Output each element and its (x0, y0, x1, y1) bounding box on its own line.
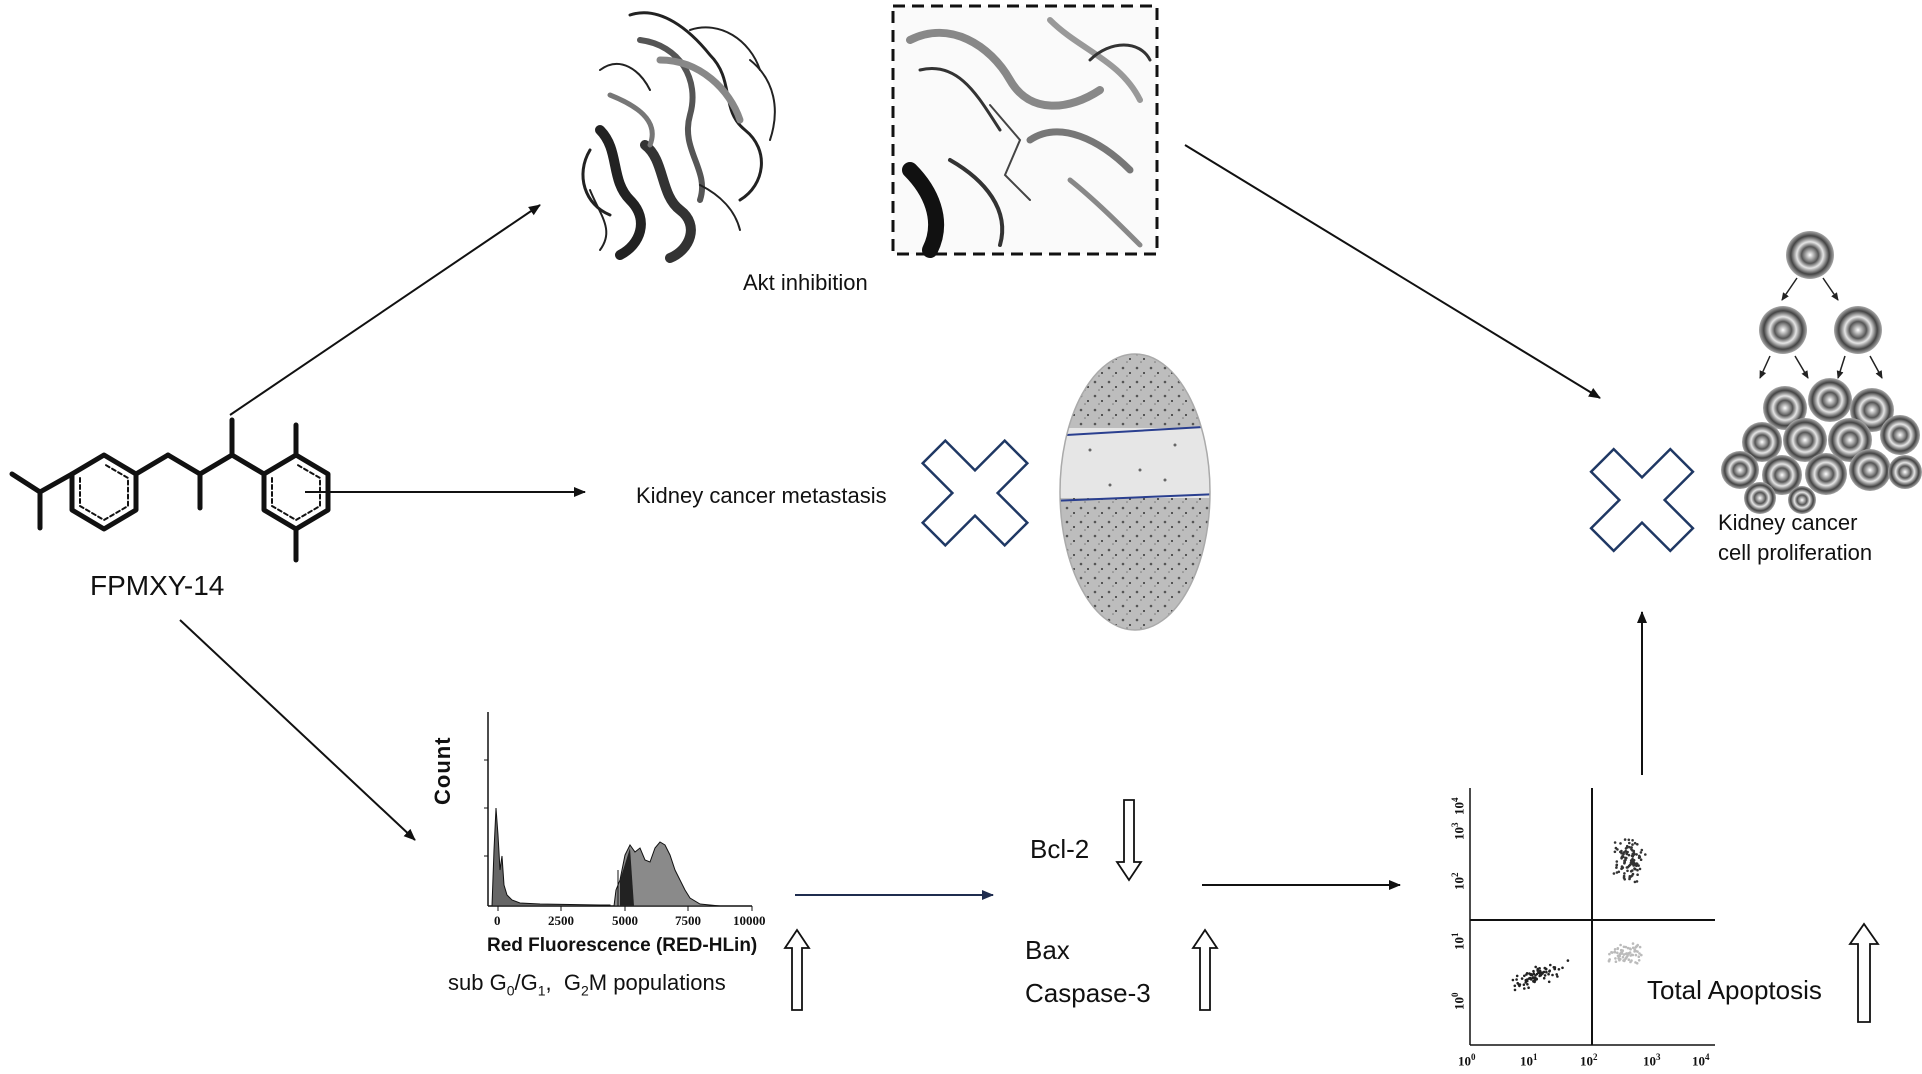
down-arrow-bcl2-icon (1115, 799, 1143, 882)
metastasis-label: Kidney cancer metastasis (636, 483, 887, 508)
akt-inhibition-label: Akt inhibition (743, 270, 868, 295)
histogram-xtick-1: 2500 (548, 913, 574, 928)
arrow-compound-to-cellcycle (179, 619, 416, 841)
histogram-xtick-2: 5000 (612, 913, 638, 928)
flow-scatter-dots (1511, 838, 1647, 992)
flow-xtick-3: 103 (1643, 1052, 1661, 1069)
flow-ytick-0: 100 (1450, 992, 1467, 1011)
flow-xtick-1: 101 (1520, 1052, 1538, 1069)
histogram-caption: sub G0/G1, G2M populations (448, 970, 726, 999)
arrow-compound-to-akt (229, 204, 541, 416)
proliferation-label-line1: Kidney cancer (1718, 510, 1858, 535)
flow-xtick-4: 104 (1692, 1052, 1710, 1069)
histogram-xtick-0: 0 (494, 913, 501, 928)
proliferation-label-line2: cell proliferation (1718, 540, 1873, 565)
flow-ytick-4: 104 (1450, 797, 1467, 816)
metastasis-cross-icon (920, 438, 1030, 548)
histogram-g2m-region (613, 841, 721, 907)
histogram-xtick-3: 7500 (675, 913, 701, 928)
bcl2-label: Bcl-2 (1030, 834, 1090, 864)
caspase3-label: Caspase-3 (1025, 978, 1151, 1008)
akt-protein-overview (581, 11, 776, 263)
histogram-xlabel: Red Fluorescence (RED-HLin) (487, 935, 758, 956)
flow-ytick-3: 103 (1450, 822, 1467, 841)
flow-ytick-1: 101 (1450, 932, 1467, 951)
arrow-akt-to-proliferation (1184, 144, 1601, 399)
up-arrow-bax-caspase-icon (1191, 928, 1219, 1011)
flow-xtick-0: 100 (1458, 1052, 1476, 1069)
proliferation-cross-icon (1589, 447, 1695, 553)
akt-binding-closeup (891, 4, 1159, 258)
up-arrow-apoptosis-icon (1848, 922, 1880, 1023)
bax-label: Bax (1025, 935, 1070, 965)
total-apoptosis-label: Total Apoptosis (1647, 975, 1822, 1005)
up-arrow-cellcycle-icon (783, 928, 811, 1011)
flow-ytick-2: 102 (1450, 872, 1467, 891)
histogram-xtick-4: 10000 (733, 913, 766, 928)
histogram-subg1-peak (491, 807, 611, 907)
scratch-assay-image (1059, 353, 1211, 631)
flow-xtick-2: 102 (1580, 1052, 1598, 1069)
compound-name: FPMXY-14 (90, 570, 225, 601)
